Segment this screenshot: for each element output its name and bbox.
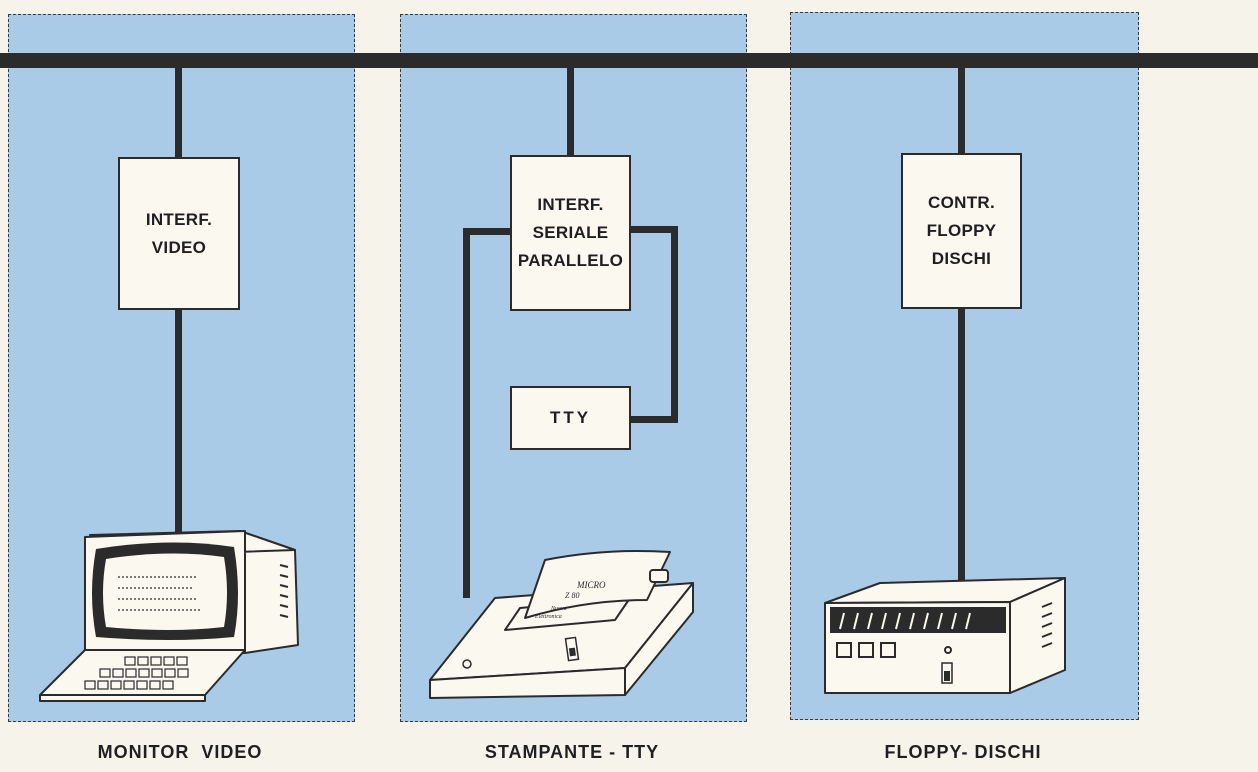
video-interface-box: INTERF. VIDEO — [118, 157, 240, 310]
floppy-controller-to-drive-wire — [958, 307, 965, 582]
serial-interface-line-2: SERIALE — [533, 219, 609, 247]
serial-parallel-interface-box: INTERF. SERIALE PARALLELO — [510, 155, 631, 311]
system-bus — [0, 53, 1258, 68]
bus-to-video-interface-wire — [175, 66, 182, 158]
floppy-dischi-caption: FLOPPY- DISCHI — [843, 742, 1083, 763]
floppy-drive-illustration — [820, 575, 1070, 700]
bus-to-serial-interface-wire — [567, 66, 574, 156]
stampante-tty-caption: STAMPANTE - TTY — [452, 742, 692, 763]
floppy-controller-box: CONTR. FLOPPY DISCHI — [901, 153, 1022, 309]
printout-line-1: MICRO — [576, 580, 606, 590]
floppy-controller-line-1: CONTR. — [928, 189, 995, 217]
tty-box: TTY — [510, 386, 631, 450]
interface-to-printer-wire-horizontal — [463, 228, 513, 235]
tty-label: TTY — [550, 404, 591, 432]
interface-to-tty-wire-vertical — [671, 226, 678, 423]
printout-line-2: Z 80 — [565, 591, 579, 600]
video-terminal-illustration — [30, 525, 310, 705]
serial-interface-line-3: PARALLELO — [518, 247, 623, 275]
floppy-controller-line-2: FLOPPY — [927, 217, 997, 245]
floppy-controller-line-3: DISCHI — [932, 245, 991, 273]
printout-line-3: Nuova — [550, 606, 567, 612]
video-interface-to-monitor-wire — [175, 309, 182, 534]
video-interface-line-1: INTERF. — [146, 206, 212, 234]
printout-line-4: Elettronica — [534, 614, 562, 620]
video-interface-line-2: VIDEO — [152, 234, 206, 262]
bus-to-floppy-controller-wire — [958, 66, 965, 155]
serial-interface-line-1: INTERF. — [537, 191, 603, 219]
interface-to-tty-wire-bottom — [628, 416, 678, 423]
printer-illustration: MICRO Z 80 Nuova Elettronica — [425, 540, 700, 705]
monitor-video-caption: MONITOR VIDEO — [60, 742, 300, 763]
